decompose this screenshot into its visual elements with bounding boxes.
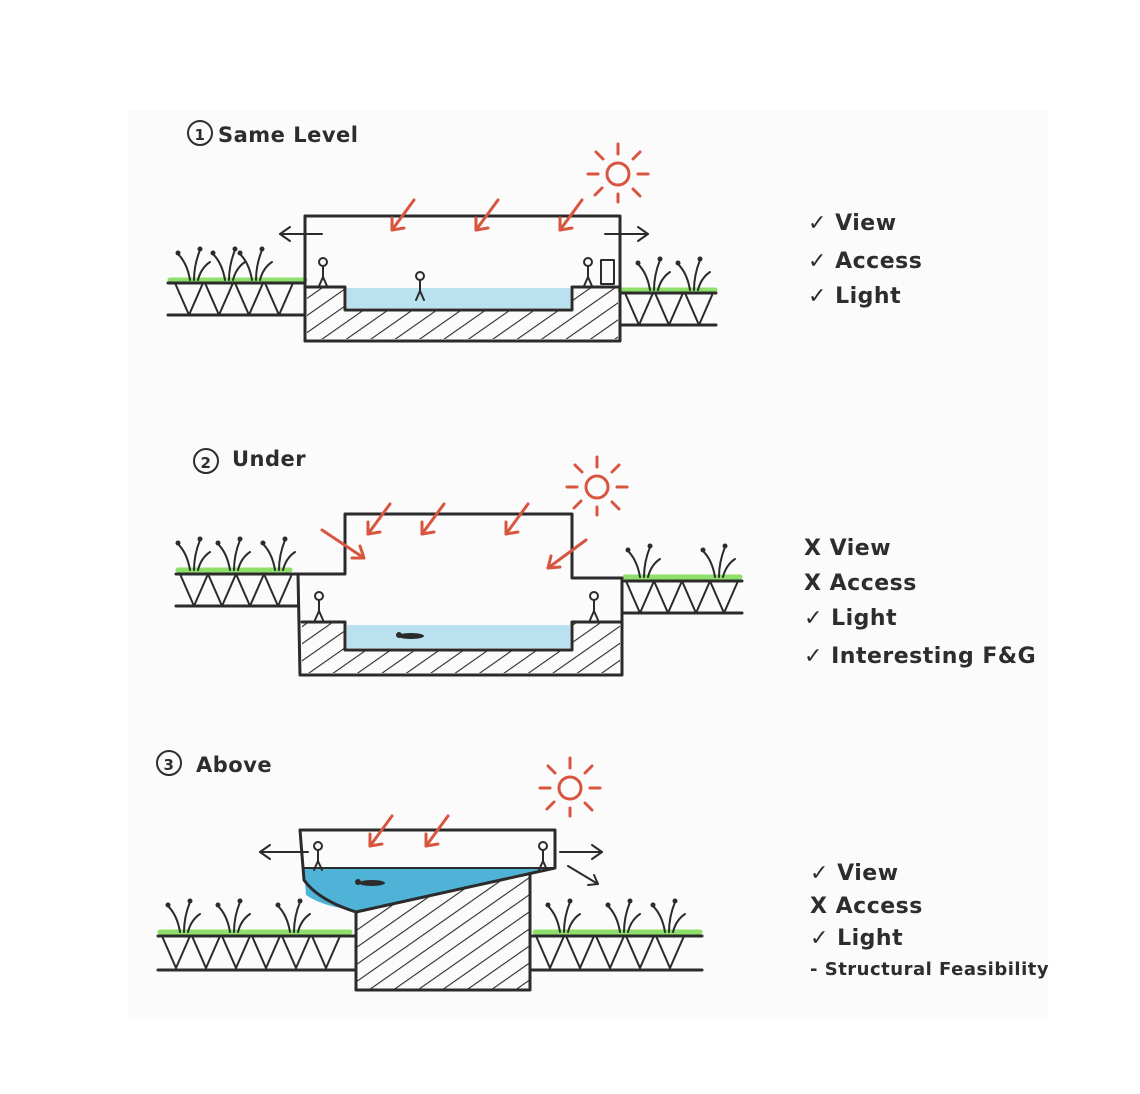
option-number: 3 — [164, 756, 175, 774]
criteria-item: X Access — [810, 894, 923, 919]
pool-water — [347, 288, 570, 308]
grass-tuft-icon — [699, 542, 736, 578]
person-icon — [313, 841, 323, 871]
person-icon — [589, 591, 599, 621]
criteria-item: ✓ View — [810, 861, 899, 886]
view-arrow-icon — [279, 226, 323, 242]
grass-tuft-icon — [274, 897, 311, 933]
criteria-item: ✓ Light — [810, 926, 903, 951]
view-arrow-icon — [559, 844, 603, 860]
sunlight-arrow-icon — [504, 502, 530, 536]
grass-tuft-icon — [649, 897, 686, 933]
ground-left — [166, 245, 308, 317]
grass-tuft-icon — [164, 897, 201, 933]
person-icon — [318, 257, 328, 287]
hatched-structure — [302, 622, 620, 673]
building-section — [296, 512, 624, 677]
grass-tuft-icon — [674, 255, 711, 291]
grass-tuft-icon — [259, 535, 296, 571]
grass-tuft-icon — [604, 897, 641, 933]
option-number-circle — [187, 120, 213, 146]
building-section — [303, 214, 622, 343]
person-icon — [314, 591, 324, 621]
criteria-item: ✓ Light — [808, 284, 901, 309]
sun-icon — [586, 142, 650, 204]
grass-tuft-icon — [624, 542, 661, 578]
sun-icon — [538, 756, 602, 818]
sun-icon — [565, 455, 629, 517]
pool-water — [347, 625, 570, 648]
sketch-same-level: 1 Same Level — [166, 120, 922, 343]
grass-tuft-icon — [544, 897, 581, 933]
grass-tuft-icon — [174, 535, 211, 571]
sunlight-arrow-icon — [546, 538, 588, 570]
ground-left — [174, 535, 300, 608]
sketch-under: 2 Under — [174, 447, 1036, 677]
criteria-item: ✓ Access — [808, 249, 922, 274]
building-section — [298, 828, 557, 914]
option-number: 1 — [195, 126, 206, 144]
paper-background — [128, 110, 1048, 1020]
person-icon — [538, 841, 548, 871]
ground-left — [156, 897, 357, 972]
criteria-item: X View — [804, 536, 891, 561]
criteria-item: X Access — [804, 571, 917, 596]
person-icon — [583, 257, 593, 287]
ground-right — [617, 255, 718, 327]
criteria-item: ✓ View — [808, 211, 897, 236]
criteria-item: ✓ Light — [804, 606, 897, 631]
criteria-item: - Structural Feasibility — [810, 959, 1049, 980]
option-number: 2 — [201, 454, 212, 472]
hatched-structure — [307, 287, 618, 339]
option-number-circle — [193, 448, 219, 474]
ground-right — [620, 542, 744, 615]
grass-tuft-icon — [214, 897, 251, 933]
view-arrow-icon — [259, 844, 309, 860]
option-number-circle — [156, 750, 182, 776]
view-arrow-icon — [604, 226, 649, 242]
option-title: Above — [196, 753, 272, 777]
sunlight-arrow-icon — [366, 502, 392, 536]
grass-tuft-icon — [174, 245, 211, 281]
option-title: Same Level — [218, 123, 359, 147]
pool-water — [304, 868, 555, 912]
criteria-item: ✓ Interesting F&G — [804, 644, 1036, 669]
option-title: Under — [232, 447, 306, 471]
door-icon — [600, 259, 615, 285]
sunlight-arrow-icon — [320, 528, 366, 560]
swimmer-icon — [396, 632, 424, 639]
grass-tuft-icon — [634, 255, 671, 291]
sketch-above: 3 Above — [156, 750, 1049, 992]
sunlight-arrow-icon — [420, 502, 446, 536]
ground-right — [530, 897, 704, 972]
view-arrow-icon — [567, 865, 599, 886]
grass-tuft-icon — [214, 535, 251, 571]
swimmer-icon — [355, 879, 385, 886]
